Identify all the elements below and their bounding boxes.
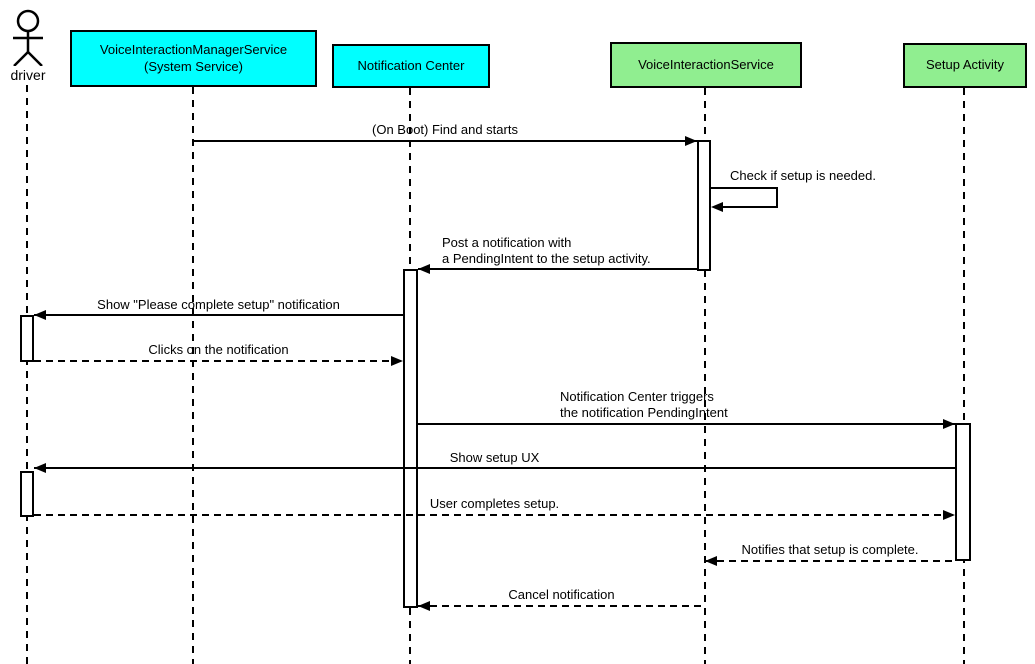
arrowhead-icon [418, 601, 430, 611]
participant-voiceinteractionservice: VoiceInteractionService [610, 42, 802, 88]
message-label-on-boot-find-and-starts: (On Boot) Find and starts [372, 122, 518, 137]
activation-driver-1 [20, 315, 34, 362]
participant-voiceinteractionmanagerservice: VoiceInteractionManagerService (System S… [70, 30, 317, 87]
participant-setup-activity: Setup Activity [903, 43, 1027, 88]
arrowhead-icon [34, 463, 46, 473]
message-line-6 [418, 423, 955, 425]
arrowhead-icon [705, 556, 717, 566]
arrowhead-icon [711, 202, 723, 212]
message-label-notifies-setup-complete: Notifies that setup is complete. [741, 542, 919, 557]
lifeline-setup-activity [963, 88, 965, 664]
actor-label: driver [10, 67, 46, 83]
actor-stick-figure-icon [13, 9, 43, 66]
activation-voiceinteractionservice [697, 140, 711, 271]
activation-notification-center [403, 269, 418, 608]
message-line-5 [34, 360, 403, 362]
lifeline-voiceinteractionmanagerservice [192, 87, 194, 664]
message-label-clicks-notification: Clicks on the notification [148, 342, 289, 357]
activation-setup-activity [955, 423, 971, 561]
message-label-show-setup-ux: Show setup UX [449, 450, 540, 465]
message-line-9 [705, 560, 955, 562]
lifeline-voiceinteractionservice [704, 88, 706, 664]
arrowhead-icon [943, 419, 955, 429]
arrowhead-icon [418, 264, 430, 274]
message-label-show-setup-notification: Show "Please complete setup" notificatio… [97, 297, 340, 312]
message-label-check-if-setup-needed: Check if setup is needed. [730, 168, 876, 183]
message-label-user-completes-setup: User completes setup. [429, 496, 560, 511]
message-line-8 [34, 514, 955, 516]
message-line-3 [418, 268, 697, 270]
message-line-4 [34, 314, 403, 316]
arrowhead-icon [34, 310, 46, 320]
activation-driver-2 [20, 471, 34, 517]
lifeline-driver [26, 85, 28, 664]
arrowhead-icon [391, 356, 403, 366]
message-label-triggers-pendingintent: Notification Center triggers the notific… [560, 389, 728, 420]
self-message-bottom-line [723, 206, 778, 208]
self-message-right-line [776, 187, 778, 208]
message-line-10 [418, 605, 705, 607]
message-line-7 [34, 467, 955, 469]
arrowhead-icon [943, 510, 955, 520]
arrowhead-icon [685, 136, 697, 146]
self-message-top-line [711, 187, 778, 189]
participant-notification-center: Notification Center [332, 44, 490, 88]
message-line-1 [193, 140, 697, 142]
message-label-post-notification: Post a notification with a PendingIntent… [442, 235, 651, 266]
message-label-cancel-notification: Cancel notification [508, 587, 615, 602]
